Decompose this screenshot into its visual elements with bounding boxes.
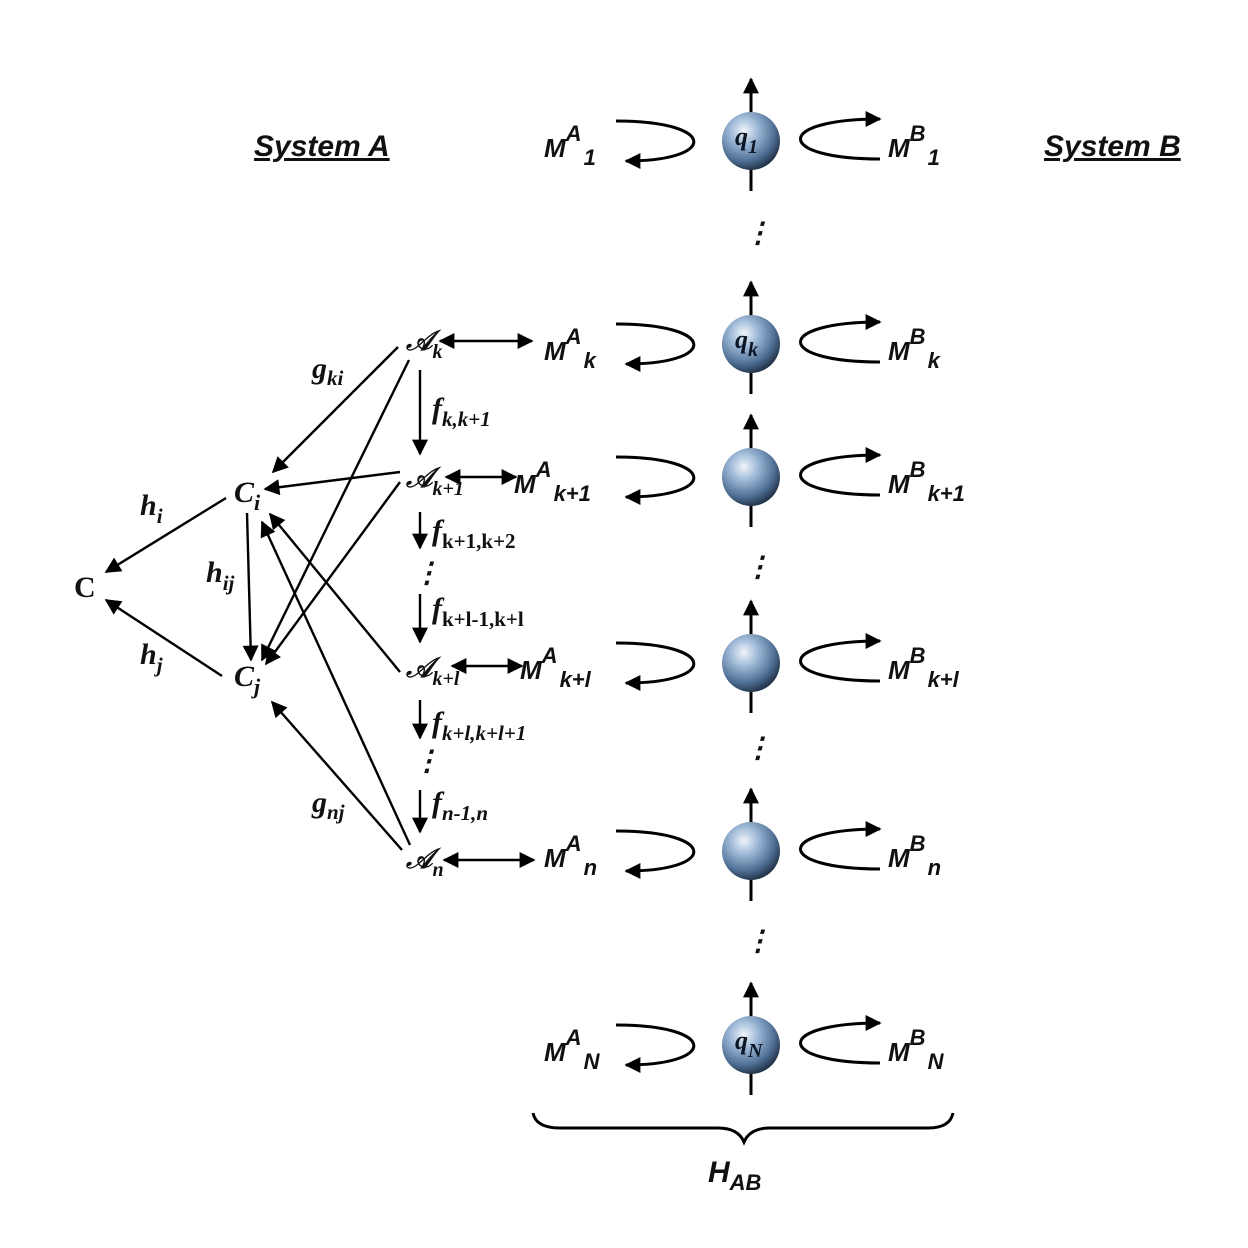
brace [531, 1112, 955, 1146]
system-b-header: System B [1044, 130, 1181, 163]
column-dots: ⋮ [744, 552, 772, 583]
edge-an-ci [260, 520, 412, 846]
label-f-k1-k2: fk+1,k+2 [432, 514, 516, 553]
measure-a-loop [615, 455, 696, 505]
edge-ci-c [104, 496, 227, 574]
qubit-sphere [722, 448, 780, 506]
classical-nodes: C Ci Cj [74, 476, 261, 699]
node-ci: Ci [234, 476, 261, 515]
qubit-sphere [722, 112, 780, 170]
edge-cj-c [104, 598, 223, 678]
edge-labels: gki gnj hi hj hij [140, 352, 345, 824]
agent-network [104, 333, 536, 868]
label-f-n1-n: fn-1,n [432, 786, 488, 825]
measure-b-loop [799, 447, 882, 497]
edge-ak-cj [260, 359, 411, 662]
column-dots: ⋮ [744, 733, 772, 764]
label-gnj: gnj [311, 786, 345, 824]
measure-a-label: MAn [544, 831, 597, 880]
label-hj: hj [140, 638, 163, 677]
agent-n: 𝒜n [405, 844, 444, 881]
measure-a-label: MAk+l [520, 643, 592, 692]
system-a-header: System A [254, 130, 390, 163]
measure-b-loop [799, 821, 882, 871]
qubit-label: qN [735, 1026, 764, 1062]
measure-a-label: MAk+1 [514, 457, 591, 506]
measure-b-loop [799, 314, 882, 364]
qubit-label: qk [735, 325, 758, 361]
qubit-sphere [722, 634, 780, 692]
measure-b-label: MBk [888, 324, 942, 373]
label-f-kl-kl1: fk+l,k+l+1 [432, 706, 526, 745]
measure-a-label: MAk [544, 324, 598, 373]
column-dots: ⋮ [744, 218, 772, 249]
edge-akl-ci [268, 512, 401, 673]
edge-ak-ci [271, 346, 399, 474]
agent-labels: 𝒜k 𝒜k+1 𝒜k+l 𝒜n [405, 326, 464, 881]
node-cj: Cj [234, 660, 261, 699]
measure-b-label: MBk+1 [888, 457, 965, 506]
qubit-label: q1 [735, 122, 758, 158]
edge-ak1-cj [265, 481, 401, 666]
chain-dots-1: ⋮ [413, 558, 441, 589]
edge-an-cj [270, 700, 403, 851]
measure-a-label: MAN [544, 1025, 601, 1074]
label-f-k-k1: fk,k+1 [432, 392, 491, 431]
measure-a-loop [615, 641, 696, 691]
chain-dots-2: ⋮ [413, 746, 441, 777]
measure-b-label: MBN [888, 1025, 945, 1074]
agent-k: 𝒜k [405, 326, 443, 363]
label-hij: hij [206, 556, 235, 595]
measure-b-label: MB1 [888, 121, 940, 170]
edge-ak1-ci [263, 470, 401, 496]
column-dots: ⋮ [744, 926, 772, 957]
label-f-kl1-kl: fk+l-1,k+l [432, 592, 524, 631]
measure-a-loop [615, 829, 696, 879]
label-gki: gki [311, 352, 344, 390]
measure-b-label: MBn [888, 831, 941, 880]
qubit-sphere [722, 1016, 780, 1074]
measure-a-label: MA1 [544, 121, 596, 170]
agent-k1: 𝒜k+1 [405, 463, 464, 500]
measure-b-loop [799, 111, 882, 161]
qubit-sphere [722, 822, 780, 880]
node-c: C [74, 571, 96, 604]
edge-ci-cj [242, 512, 259, 662]
measure-b-loop [799, 1015, 882, 1065]
label-hab: HAB [708, 1156, 762, 1195]
measure-a-loop [615, 119, 696, 169]
label-hi: hi [140, 489, 163, 528]
measure-b-loop [799, 633, 882, 683]
qubit-sphere [722, 315, 780, 373]
chain-labels: fk,k+1 fk+1,k+2 fk+l-1,k+l fk+l,k+l+1 fn… [413, 392, 526, 825]
agent-kl: 𝒜k+l [405, 653, 460, 690]
measure-b-label: MBk+l [888, 643, 960, 692]
measure-a-loop [615, 1023, 696, 1073]
measure-a-loop [615, 322, 696, 372]
